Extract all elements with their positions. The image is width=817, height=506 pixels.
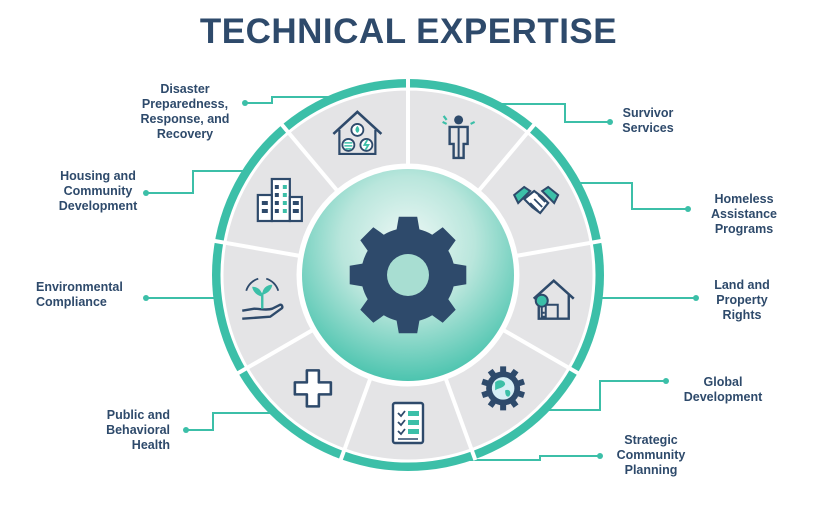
globe-gear-icon <box>481 366 525 411</box>
connector-line <box>580 182 688 210</box>
checklist-icon <box>391 401 425 445</box>
segment-separator <box>279 122 339 193</box>
segment-separator <box>443 377 478 461</box>
label-environmental-compliance: Environmental Compliance <box>36 280 123 309</box>
label-housing-and-community-development: Housing and Community Development <box>58 169 138 213</box>
connector-line <box>186 412 320 431</box>
gear-icon <box>349 216 467 334</box>
medical-cross-icon <box>293 369 333 408</box>
segment-separator <box>236 328 314 376</box>
segment-separator <box>213 238 301 258</box>
label-survivor-services: Survivor Services <box>622 106 674 135</box>
connector-line <box>498 103 610 123</box>
diagram-title: TECHNICAL EXPERTISE <box>199 12 618 51</box>
label-strategic-community-planning: Strategic Community Planning <box>616 433 686 477</box>
plant-hand-icon <box>242 277 284 320</box>
label-disaster-preparedness: Disaster Preparedness, Response, and Rec… <box>140 82 230 141</box>
person-icon <box>442 115 476 160</box>
segment-separator <box>515 238 603 258</box>
connector-dot <box>693 295 699 301</box>
connector-dot <box>143 295 149 301</box>
label-global-development: Global Development <box>683 375 763 404</box>
buildings-icon <box>256 177 303 223</box>
label-public-and-behavioral-health: Public and Behavioral Health <box>106 408 170 452</box>
connector-line <box>470 455 600 461</box>
segment-separator <box>338 377 373 461</box>
connector-dot <box>685 206 691 212</box>
handshake-icon <box>512 185 560 215</box>
connector-line <box>146 170 260 194</box>
connector-dot <box>663 378 669 384</box>
house-key-icon <box>532 278 575 320</box>
segment-separator <box>502 328 580 376</box>
gear-hole <box>387 254 429 296</box>
connector-dot <box>183 427 189 433</box>
connector-dot <box>607 119 613 125</box>
label-homeless-assistance-programs: Homeless Assistance Programs <box>710 192 777 236</box>
house-hazard-icon <box>332 110 383 156</box>
connector-line <box>245 96 330 104</box>
segment-separator <box>477 122 537 193</box>
connector-dot <box>143 190 149 196</box>
label-land-and-property-rights: Land and Property Rights <box>714 278 770 322</box>
connector-dots <box>143 100 699 459</box>
segment-icons <box>242 110 575 445</box>
connector-dot <box>242 100 248 106</box>
connector-dot <box>597 453 603 459</box>
connector-line <box>540 380 666 411</box>
